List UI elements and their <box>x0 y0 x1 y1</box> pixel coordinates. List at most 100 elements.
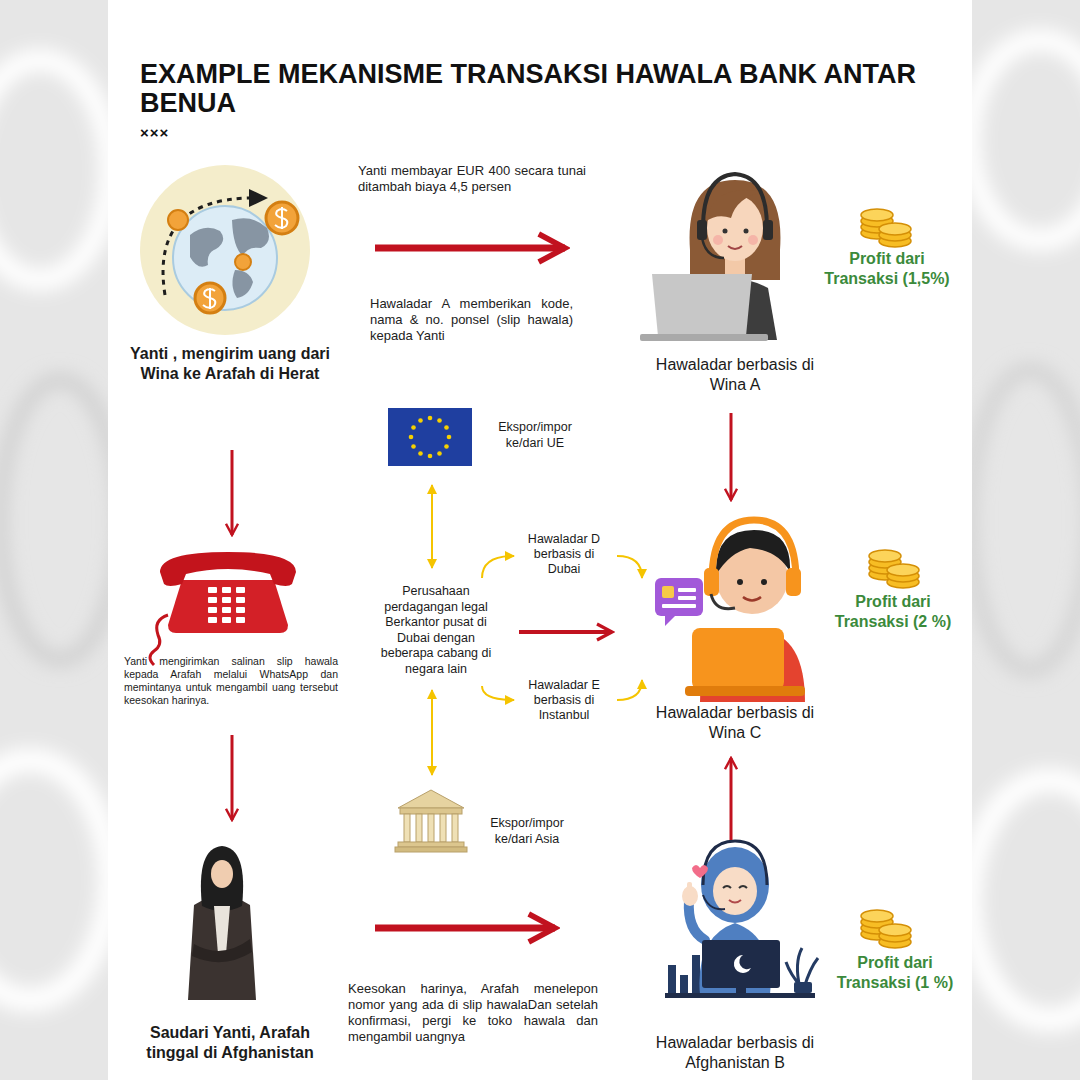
node-caption: Hawaladar D berbasis di Dubai <box>518 532 610 577</box>
receiver-woman-illustration <box>211 860 233 888</box>
building-icon <box>428 814 434 842</box>
node-caption: Ekspor/impor ke/dari Asia <box>477 815 577 847</box>
profit-label: Profit dari Transaksi (2 %) <box>818 592 968 632</box>
hawaladar-woman-illustration <box>640 174 780 341</box>
flow-arrow <box>519 630 612 634</box>
hawaladar-hijab-illustration <box>689 900 705 940</box>
profit-label: Profit dari Transaksi (1 %) <box>820 953 970 993</box>
asia-trade-node: Ekspor/impor ke/dari Asia <box>395 785 585 855</box>
sender-figure: Yanti , mengirim uang dari Wina ke Arafa… <box>128 160 335 410</box>
globe-icon <box>249 189 268 207</box>
building-icon <box>416 814 422 842</box>
hawaladar-man-illustration <box>786 568 801 596</box>
figure-caption: Hawaladar berbasis di Afghanistan B <box>640 1033 830 1073</box>
flow-arrow <box>231 735 234 820</box>
globe-icon <box>163 198 250 295</box>
white-panel <box>108 0 972 1080</box>
telephone-icon <box>150 552 296 665</box>
globe-icon <box>190 228 223 267</box>
eu-flag-icon <box>437 418 442 423</box>
eu-trade-node: Ekspor/impor ke/dari UE <box>385 405 588 471</box>
edge-note: Hawaladar A memberikan kode, nama & no. … <box>370 296 573 344</box>
hawaladar-hijab-illustration <box>713 867 757 915</box>
trade-link-arrow <box>617 556 642 578</box>
trade-link-arrow <box>617 680 642 700</box>
figure-caption: Yanti , mengirim uang dari Wina ke Arafa… <box>128 344 332 384</box>
globe-icon <box>168 210 188 230</box>
building-icon <box>452 814 458 842</box>
eu-flag-icon <box>418 418 423 423</box>
hawaladar-man-illustration <box>704 568 719 596</box>
hawaladar-man-illustration <box>678 596 696 600</box>
coin-stack-icon <box>861 209 911 247</box>
node-caption: Perusahaan perdagangan legal Berkantor p… <box>376 584 496 677</box>
telephone-icon <box>168 580 288 633</box>
hawaladar-hijab-illustration <box>736 986 746 994</box>
globe-icon <box>140 165 310 335</box>
figure-caption: Saudari Yanti, Arafah tinggal di Afghani… <box>128 1023 332 1063</box>
hawaladar-hijab-illustration <box>702 940 780 988</box>
hawaladar-hijab-illustration <box>680 975 688 993</box>
eu-flag-icon <box>437 451 442 456</box>
building-icon <box>440 814 446 842</box>
hawaladar-node: Hawaladar D berbasis di Dubai <box>518 530 613 580</box>
coin-stack-icon <box>869 550 919 588</box>
hawaladar-hijab-illustration <box>729 900 741 903</box>
side-background <box>0 60 110 280</box>
eu-flag-icon <box>418 451 423 456</box>
globe-icon <box>235 254 251 270</box>
hawaladar-man-illustration <box>743 597 761 601</box>
hawaladar-man-illustration <box>655 520 805 702</box>
side-background <box>970 370 1080 670</box>
coin-stack-icon <box>861 209 919 948</box>
hawaladar-man-illustration <box>662 586 674 598</box>
hawaladar-woman-illustration <box>702 238 724 258</box>
hawaladar-man-illustration <box>692 628 784 690</box>
hawaladar-woman-illustration <box>728 246 742 249</box>
eu-flag-icon <box>411 444 416 449</box>
trade-link-arrow <box>431 485 433 568</box>
hawaladar-figure: Hawaladar berbasis di Wina C <box>640 520 833 746</box>
eu-flag-icon <box>388 408 472 466</box>
flow-arrow <box>231 450 234 535</box>
globe-icon <box>275 207 287 229</box>
step-note: Yanti mengirimkan salinan slip hawala ke… <box>124 655 338 707</box>
trade-link-arrow <box>482 556 514 578</box>
eu-flag-icon <box>428 454 433 459</box>
eu-flag-icon <box>447 435 452 440</box>
side-background <box>0 380 120 660</box>
hawaladar-man-illustration <box>655 578 703 616</box>
eu-flag-icon <box>411 425 416 430</box>
hawaladar-man-illustration <box>711 594 735 609</box>
globe-icon <box>203 288 215 309</box>
hawaladar-hijab-illustration <box>692 955 700 993</box>
globe-icon <box>266 202 298 234</box>
hawaladar-figure: Hawaladar berbasis di Wina A <box>640 175 833 398</box>
receiver-figure: Saudari Yanti, Arafah tinggal di Afghani… <box>128 840 335 1075</box>
telephone-icon <box>160 552 296 586</box>
flow-arrow <box>375 925 555 932</box>
hawaladar-woman-illustration <box>705 190 763 222</box>
eu-flag-icon <box>388 408 472 466</box>
hawaladar-man-illustration <box>678 588 696 592</box>
hawaladar-man-illustration <box>712 520 796 580</box>
hawaladar-woman-illustration <box>713 235 723 245</box>
hawaladar-hijab-illustration <box>692 865 708 878</box>
hawaladar-woman-illustration <box>697 220 707 240</box>
flow-arrow <box>730 413 733 500</box>
figure-caption: Hawaladar berbasis di Wina A <box>640 355 830 395</box>
hawaladar-woman-illustration <box>652 274 752 336</box>
hawaladar-figure: Hawaladar berbasis di Afghanistan B <box>640 855 833 1077</box>
building-icon <box>398 842 464 847</box>
hawaladar-woman-illustration <box>703 174 767 228</box>
telephone-icon <box>206 585 248 625</box>
eu-flag-icon <box>428 416 433 421</box>
decor-marker: ××× <box>140 124 220 142</box>
hawaladar-woman-illustration <box>744 229 749 234</box>
receiver-woman-illustration <box>188 846 256 1000</box>
eu-flag-icon <box>409 416 452 459</box>
hawaladar-man-illustration <box>761 579 767 585</box>
side-background <box>0 760 110 1000</box>
